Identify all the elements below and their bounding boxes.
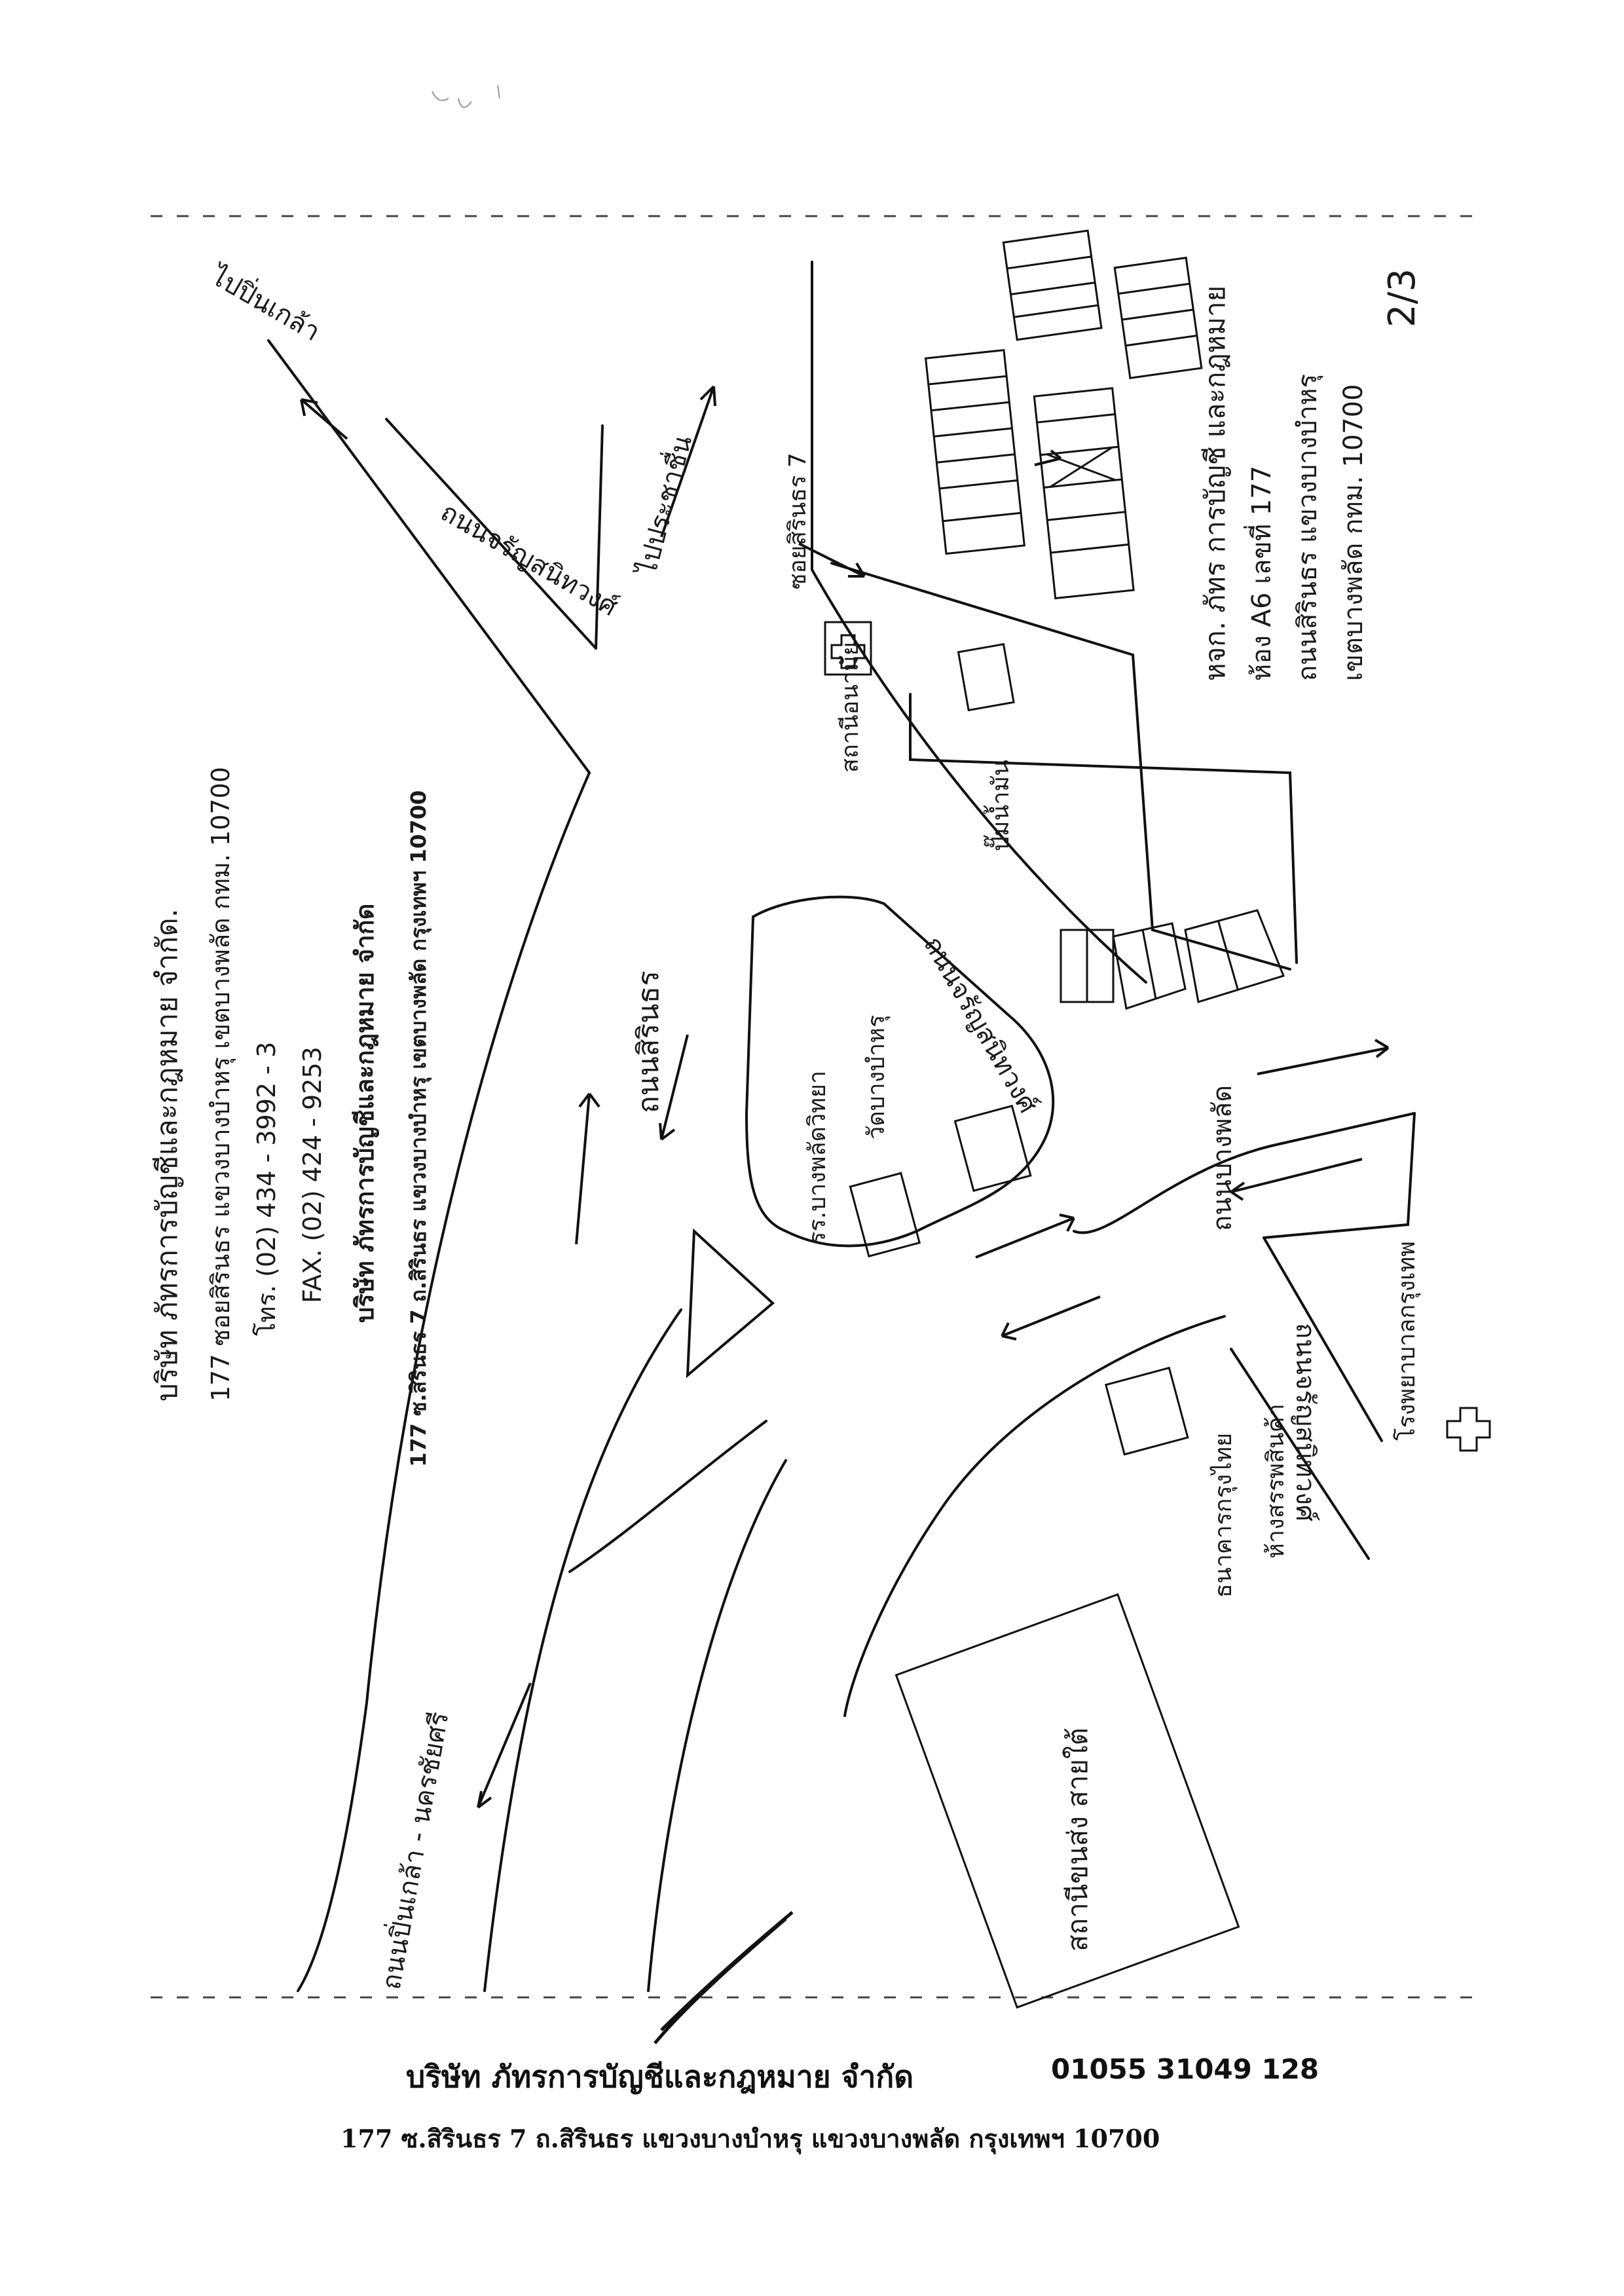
building-school-a: [849, 1172, 921, 1258]
arrow-charan-mid-down: [1001, 1295, 1101, 1341]
arrow-to-pinklao: [300, 398, 348, 440]
building-bank: [1104, 1366, 1189, 1456]
label-temple: วัดบางบำหรุ: [863, 1015, 891, 1139]
building-row-right: [1113, 256, 1203, 379]
label-to-nakhon-chaisi: ถนนปิ่นเกล้า - นครชัยศรี: [373, 1709, 455, 1992]
roads: [267, 261, 1416, 1992]
arrow-bangphlat-down: [1230, 1158, 1363, 1201]
dest-line2: ห้อง A6 เลขที่ 177: [1244, 466, 1277, 681]
road-slip-curve-b: [647, 1459, 787, 1992]
arrow-destination: [1034, 449, 1062, 466]
building-row-top-right: [1002, 229, 1103, 341]
hospital-icon-right: [1446, 1407, 1491, 1452]
label-charan-lower: ถนนจรัญสนิทวงศ์: [1290, 1323, 1320, 1521]
building-petrol: [957, 642, 1015, 712]
road-top-vertical: [595, 424, 604, 650]
arrow-nakhon: [477, 1682, 532, 1809]
building-row-fan: [1060, 909, 1285, 1010]
central-block: [745, 895, 1055, 1248]
label-sirindhorn-road: ถนนสิรินธร: [632, 971, 665, 1113]
road-upper-left-edge-b: [385, 418, 597, 650]
footer-registration: 01055 31049 128: [1051, 2053, 1320, 2085]
page-number: 2/3: [1381, 268, 1424, 327]
arrow-pracha-chuen: [660, 385, 716, 538]
label-bus-terminal: สถานีขนส่ง สายใต้: [1061, 1728, 1094, 1952]
direction-arrows: [300, 385, 1390, 1809]
label-soi-sirindhorn: ซอยสิรินธร 7: [784, 453, 811, 589]
company-stamp-addr: 177 ซ.สิรินธร 7 ถ.สิรินธร แขวงบางบำหรุ เ…: [406, 790, 432, 1467]
road-right-down: [1263, 1236, 1383, 1442]
company-stamp-name: บริษัท ภัทรการบัญชีและกฎหมาย จำกัด: [350, 904, 379, 1323]
road-left-curve-inner: [483, 1308, 682, 1992]
label-bang-phlat-road: ถนนบางพลัด: [1208, 1085, 1238, 1231]
scan-marks: [432, 84, 500, 108]
label-petrol: ปั๊มน้ำมัน: [983, 760, 1014, 851]
company-block: บริษัท ภัทรการบัญชีและกฎหมาย จำกัด. 177 …: [151, 767, 432, 1467]
company-line1: บริษัท ภัทรการบัญชีและกฎหมาย จำกัด.: [151, 908, 184, 1401]
road-slip-curve: [568, 1420, 767, 1573]
arrow-sirindhorn-down: [659, 1034, 689, 1141]
road-lower-right-curve: [843, 1315, 1226, 1717]
footer-address: 177 ซ.สิรินธร 7 ถ.สิรินธร แขวงบางบำหรุ แ…: [341, 2124, 1160, 2153]
dest-line4: เขตบางพลัด กทม. 10700: [1338, 384, 1369, 681]
road-left-curve-outer: [297, 771, 591, 1992]
dest-line1: หจก. ภัทร การบัญชี และกฎหมาย: [1199, 286, 1231, 681]
frame-dashes: [151, 215, 1473, 1999]
building-row-left-long: [924, 348, 1025, 555]
arrow-soi: [798, 542, 866, 578]
road-soi-edge-b: [830, 562, 1291, 971]
arrow-sirindhorn-up: [575, 1092, 600, 1245]
destination-block: หจก. ภัทร การบัญชี และกฎหมาย ห้อง A6 เลข…: [1199, 286, 1369, 681]
company-line4: FAX. (02) 424 - 9253: [298, 1046, 327, 1303]
road-right-lower-edge: [1263, 1112, 1416, 1239]
label-market: ห้างสรรพสินค้า: [1263, 1403, 1289, 1559]
road-right-down-b: [1230, 1348, 1370, 1560]
buildings: [849, 229, 1285, 2009]
dest-line3: ถนนสิรินธร แขวงบางบำหรุ: [1293, 374, 1323, 681]
label-charan-middle: ถนนจรัญสนิทวงศ์: [917, 931, 1043, 1119]
bus-terminal-block: [895, 1593, 1240, 2009]
road-upper-left-edge-a: [267, 339, 591, 774]
company-line3: โทร. (02) 434 - 3992 - 3: [252, 1042, 281, 1336]
arrow-charan-mid-up: [975, 1213, 1075, 1259]
label-to-pinklao: ไปปิ่นเกล้า: [204, 257, 327, 347]
traffic-island: [686, 1228, 775, 1379]
label-to-pracha-chuen: ไปประชาชื่น: [629, 432, 698, 580]
road-soi-top: [909, 693, 1298, 964]
road-right-upper-edge: [1073, 1112, 1416, 1234]
footer-company-name: บริษัท ภัทรการบัญชีและกฎหมาย จำกัด: [406, 2059, 914, 2094]
hospital-icon-top: [824, 621, 872, 676]
company-line2: 177 ซอยสิรินธร แขวงบางบำหรุ เขตบางพลัด ก…: [206, 767, 236, 1401]
label-bank: ธนาคารกรุงไทย: [1209, 1433, 1238, 1598]
road-soi-edge-a: [811, 261, 1147, 984]
destination-building: [1033, 387, 1135, 600]
arrow-bangphlat-up: [1257, 1039, 1390, 1075]
label-hospital-top: สถานีอนามัย: [837, 642, 864, 773]
building-temple: [953, 1104, 1032, 1193]
label-school: รร.บางพลัดวิทยา: [804, 1071, 831, 1244]
label-hospital-right: โรงพยาบาลกรุงเทพ: [1393, 1241, 1421, 1441]
signature: [654, 1911, 794, 2045]
